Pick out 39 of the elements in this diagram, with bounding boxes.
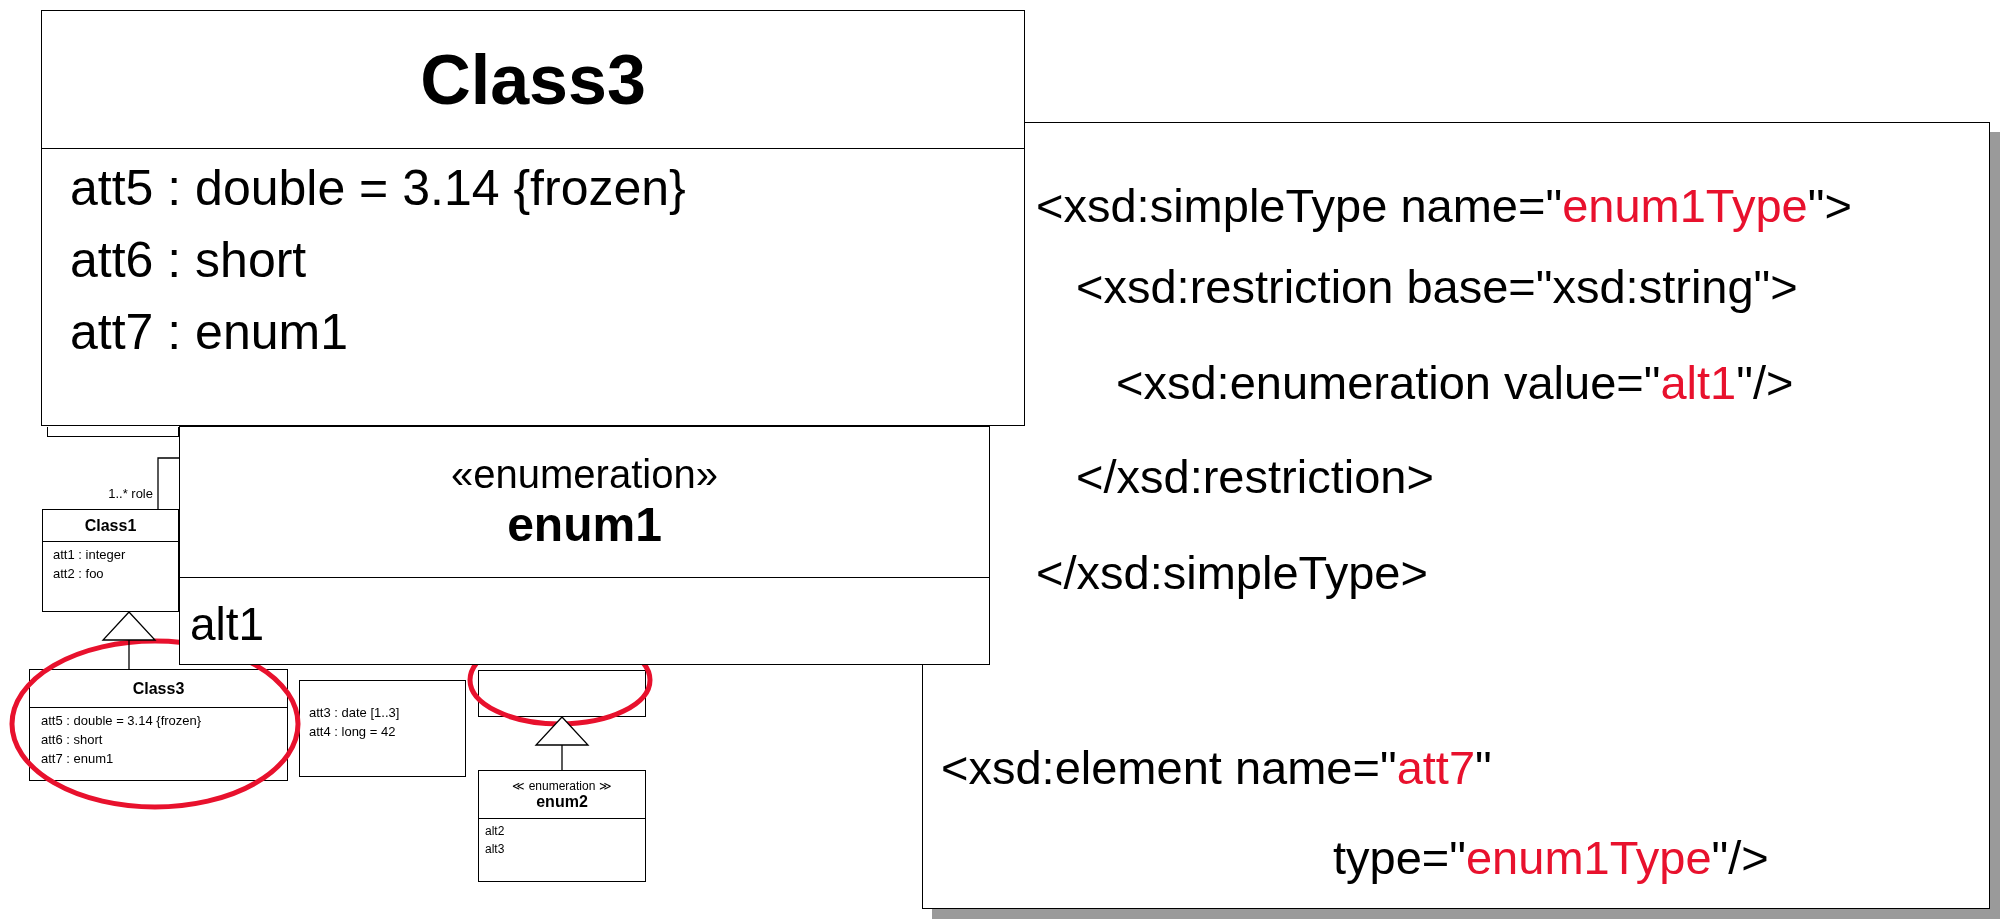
- attribute-text: att6 : short: [70, 231, 307, 290]
- association-line: [157, 457, 180, 510]
- code-line: </xsd:restriction>: [1076, 449, 1434, 504]
- stereotype-label: ≪ enumeration ≫: [512, 778, 612, 793]
- enumeration-literal: alt1: [190, 597, 265, 652]
- enumeration-name: enum1: [507, 497, 662, 552]
- class-name: Class3: [420, 39, 646, 120]
- attribute-text: att2 : foo: [53, 565, 104, 583]
- code-line: </xsd:simpleType>: [1036, 545, 1428, 600]
- generalization-arrow: [102, 611, 156, 670]
- generalization-arrow: [535, 716, 589, 771]
- edge-label: 1..* role: [108, 486, 153, 501]
- class-name: Class3: [132, 679, 185, 698]
- enumeration-box: [478, 670, 646, 717]
- enumeration-box: [478, 770, 646, 882]
- class-box: [299, 680, 466, 777]
- code-line: type="enum1Type"/>: [1333, 830, 1769, 885]
- code-line: <xsd:simpleType name="enum1Type">: [1036, 178, 1852, 233]
- class-box: [29, 669, 288, 781]
- attribute-text: att5 : double = 3.14 {frozen}: [41, 712, 202, 730]
- enumeration-name: enum2: [536, 792, 588, 811]
- class-box: [47, 427, 179, 437]
- code-line: <xsd:enumeration value="alt1"/>: [1116, 355, 1794, 410]
- attribute-text: att4 : long = 42: [309, 723, 396, 741]
- enumeration-literal: alt2: [485, 823, 505, 840]
- enumeration-literal: alt3: [485, 841, 505, 858]
- enumeration-box: [179, 426, 990, 665]
- attribute-text: att3 : date [1..3]: [309, 704, 400, 722]
- class-box: [41, 10, 1025, 426]
- attribute-text: att6 : short: [41, 731, 103, 749]
- code-line: <xsd:element name="att7": [941, 740, 1492, 795]
- attribute-text: att7 : enum1: [70, 303, 348, 362]
- attribute-text: att7 : enum1: [41, 750, 114, 768]
- attribute-text: att5 : double = 3.14 {frozen}: [70, 159, 686, 218]
- class-name: Class1: [84, 516, 137, 535]
- attribute-text: att1 : integer: [53, 546, 126, 564]
- stereotype-label: «enumeration»: [451, 452, 718, 497]
- class-box: [42, 509, 179, 612]
- code-line: <xsd:restriction base="xsd:string">: [1076, 259, 1798, 314]
